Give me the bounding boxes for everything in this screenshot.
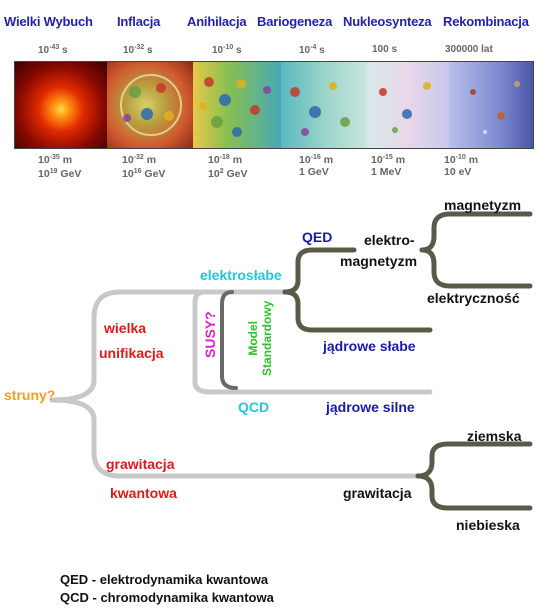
- branch-standard-model: [220, 290, 238, 390]
- nucleosynthesis-panel: [367, 62, 449, 148]
- branch-celestial-gravity: [415, 473, 533, 511]
- label-susy: SUSY?: [202, 311, 218, 358]
- era-scale-baryogenesis: 10-16 m 1 GeV: [299, 154, 334, 178]
- label-magnetism-mid: magnetyzm: [340, 253, 418, 269]
- particle-dots: [123, 77, 520, 137]
- label-electroweak: elektrosłabe: [200, 267, 282, 283]
- label-quantum-gravity-2: kwantowa: [110, 485, 177, 501]
- label-gravity: grawitacja: [343, 485, 412, 501]
- branch-magnetism: [419, 211, 533, 253]
- label-standard-model: Model Standardowy: [246, 300, 274, 376]
- era-title-annihilation: Anihilacja: [187, 14, 247, 29]
- branch-weak: [282, 289, 433, 333]
- label-strings: struny?: [4, 387, 56, 403]
- baryogenesis-panel: [281, 62, 367, 148]
- branch-strings-to-gravity: [49, 397, 421, 479]
- label-qed: QED: [302, 229, 333, 245]
- recombination-panel: [449, 62, 533, 148]
- cosmic-history-image-strip: [14, 61, 534, 149]
- era-scale-annihilation: 10-18 m 102 GeV: [208, 154, 248, 180]
- label-electricity: elektryczność: [427, 290, 520, 306]
- branch-strings-to-gut: [49, 289, 208, 403]
- branch-gut-box: [192, 289, 433, 395]
- label-strong-nuclear: jądrowe silne: [326, 399, 415, 415]
- era-time-baryogenesis: 10-4 s: [299, 44, 325, 56]
- era-scale-inflation: 10-32 m 1016 GeV: [122, 154, 166, 180]
- particle-decorations: [120, 74, 520, 137]
- era-time-inflation: 10-32 s: [123, 44, 153, 56]
- label-electro: elektro-: [364, 232, 415, 248]
- branch-earth-gravity: [415, 441, 533, 479]
- era-title-nucleosynthesis: Nukleosynteza: [343, 14, 432, 29]
- label-celestial: niebieska: [456, 517, 520, 533]
- era-time-recombination: 300000 lat: [445, 44, 493, 55]
- era-title-baryogenesis: Bariogeneza: [257, 14, 333, 29]
- label-qcd: QCD: [238, 399, 270, 415]
- big-bang-panel: [15, 62, 107, 148]
- label-quantum-gravity-1: grawitacja: [106, 456, 175, 472]
- era-title-recombination: Rekombinacja: [443, 14, 529, 29]
- label-magnetism: magnetyzm: [444, 197, 522, 213]
- branch-electricity: [419, 247, 533, 289]
- era-scale-recombination: 10-10 m 10 eV: [444, 154, 479, 178]
- era-title-big-bang: Wielki Wybuch: [4, 14, 93, 29]
- era-scale-big-bang: 10-35 m 1019 GeV: [38, 154, 82, 180]
- legend-qcd: QCD - chromodynamika kwantowa: [60, 590, 274, 605]
- legend-qed: QED - elektrodynamika kwantowa: [60, 572, 269, 587]
- label-earthly: ziemska: [467, 428, 522, 444]
- label-grand: wielka: [104, 320, 147, 336]
- era-time-nucleosynthesis: 100 s: [372, 44, 398, 55]
- era-time-annihilation: 10-10 s: [212, 44, 242, 56]
- era-time-big-bang: 10-43 s: [38, 44, 68, 56]
- era-title-inflation: Inflacja: [117, 14, 161, 29]
- era-scale-nucleosynthesis: 10-15 m 1 MeV: [371, 154, 406, 178]
- label-unification: unifikacja: [99, 345, 164, 361]
- label-weak-nuclear: jądrowe słabe: [323, 338, 416, 354]
